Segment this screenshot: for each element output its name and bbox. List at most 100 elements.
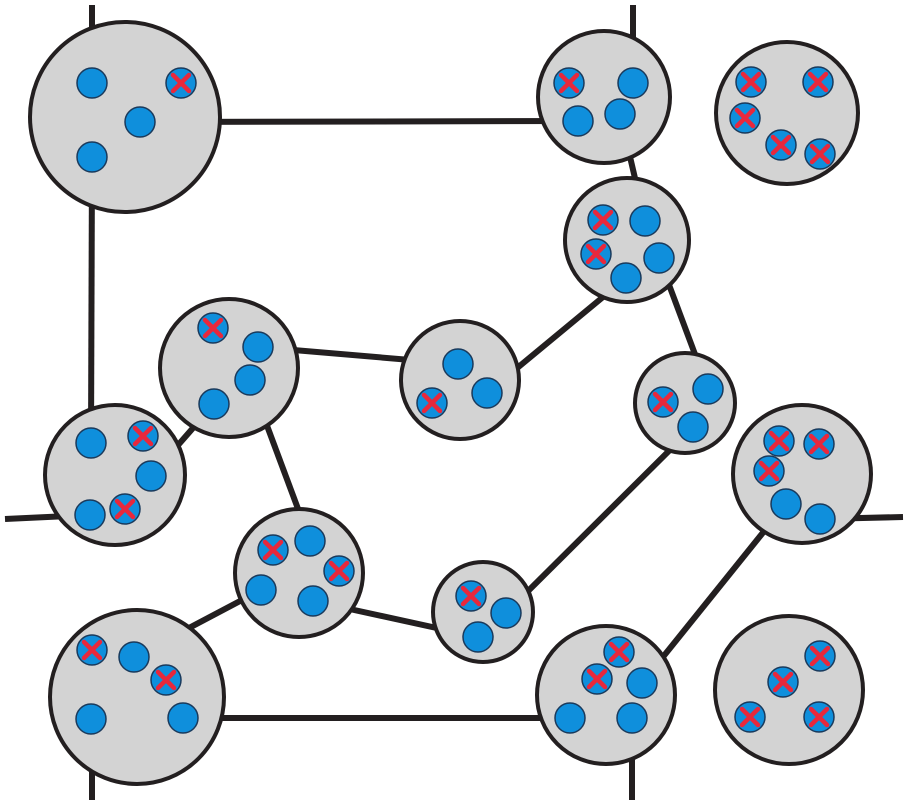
x-mark-icon	[262, 539, 284, 561]
active-node	[471, 377, 503, 409]
active-node	[604, 98, 636, 130]
failed-node	[587, 204, 619, 236]
failed-node	[734, 701, 766, 733]
node-dot	[617, 67, 649, 99]
node-dot	[234, 364, 266, 396]
active-node	[617, 67, 649, 99]
active-node	[245, 574, 277, 606]
x-stroke	[608, 641, 630, 663]
cluster-a	[28, 20, 222, 214]
cluster-circle	[158, 297, 300, 439]
x-stroke	[809, 143, 831, 165]
active-node	[562, 105, 594, 137]
failed-node	[603, 636, 635, 668]
cluster-g	[633, 351, 737, 455]
node-dot	[442, 348, 474, 380]
node-dot	[554, 702, 586, 734]
x-stroke	[770, 134, 792, 156]
x-stroke	[586, 668, 608, 690]
x-mark-icon	[202, 317, 224, 339]
failed-node	[753, 455, 785, 487]
node-dot	[626, 667, 658, 699]
x-mark-icon	[808, 433, 830, 455]
x-mark-icon	[114, 498, 136, 520]
link-line	[503, 424, 696, 616]
failed-node	[455, 580, 487, 612]
active-node	[643, 242, 675, 274]
cluster-layer	[28, 20, 873, 786]
node-dot	[471, 377, 503, 409]
failed-node	[257, 534, 289, 566]
failed-node	[197, 312, 229, 344]
failed-node	[127, 420, 159, 452]
link-line	[639, 502, 789, 685]
x-mark-icon	[81, 639, 103, 661]
node-dot	[804, 503, 836, 535]
x-stroke	[155, 669, 177, 691]
node-dot	[490, 597, 522, 629]
x-stroke	[652, 391, 674, 413]
failed-node	[150, 664, 182, 696]
node-dot	[604, 98, 636, 130]
active-node	[118, 641, 150, 673]
node-dot	[294, 525, 326, 557]
x-mark-icon	[585, 243, 607, 265]
node-dot	[135, 460, 167, 492]
x-stroke	[807, 71, 829, 93]
x-mark-icon	[328, 560, 350, 582]
active-node	[135, 460, 167, 492]
x-mark-icon	[155, 669, 177, 691]
cluster-k	[431, 560, 535, 664]
cluster-circle	[536, 29, 672, 165]
node-dot	[610, 262, 642, 294]
cluster-m	[535, 624, 677, 766]
failed-node	[109, 493, 141, 525]
x-stroke	[132, 425, 154, 447]
x-stroke	[809, 645, 831, 667]
x-mark-icon	[768, 430, 790, 452]
node-dot	[76, 67, 108, 99]
cluster-b	[536, 29, 672, 165]
node-dot	[677, 411, 709, 443]
x-stroke	[739, 706, 761, 728]
x-stroke	[808, 706, 830, 728]
node-dot	[198, 388, 230, 420]
node-dot	[297, 585, 329, 617]
x-mark-icon	[772, 671, 794, 693]
node-dot	[76, 141, 108, 173]
node-dot	[74, 499, 106, 531]
x-mark-icon	[421, 392, 443, 414]
x-mark-icon	[758, 460, 780, 482]
active-node	[75, 703, 107, 735]
failed-node	[76, 634, 108, 666]
active-node	[167, 702, 199, 734]
cluster-circle	[28, 20, 222, 214]
node-dot	[75, 703, 107, 735]
x-mark-icon	[807, 71, 829, 93]
failed-node	[323, 555, 355, 587]
active-node	[124, 106, 156, 138]
active-node	[490, 597, 522, 629]
active-node	[76, 67, 108, 99]
x-stroke	[772, 671, 794, 693]
active-node	[626, 667, 658, 699]
active-node	[297, 585, 329, 617]
node-dot	[462, 621, 494, 653]
active-node	[198, 388, 230, 420]
x-mark-icon	[652, 391, 674, 413]
x-mark-icon	[586, 668, 608, 690]
cluster-e	[158, 297, 300, 439]
x-stroke	[592, 209, 614, 231]
failed-node	[647, 386, 679, 418]
active-node	[677, 411, 709, 443]
node-dot	[692, 373, 724, 405]
active-node	[804, 503, 836, 535]
x-stroke	[808, 433, 830, 455]
node-dot	[616, 702, 648, 734]
failed-node	[165, 67, 197, 99]
x-mark-icon	[809, 143, 831, 165]
active-node	[616, 702, 648, 734]
active-node	[442, 348, 474, 380]
node-dot	[245, 574, 277, 606]
